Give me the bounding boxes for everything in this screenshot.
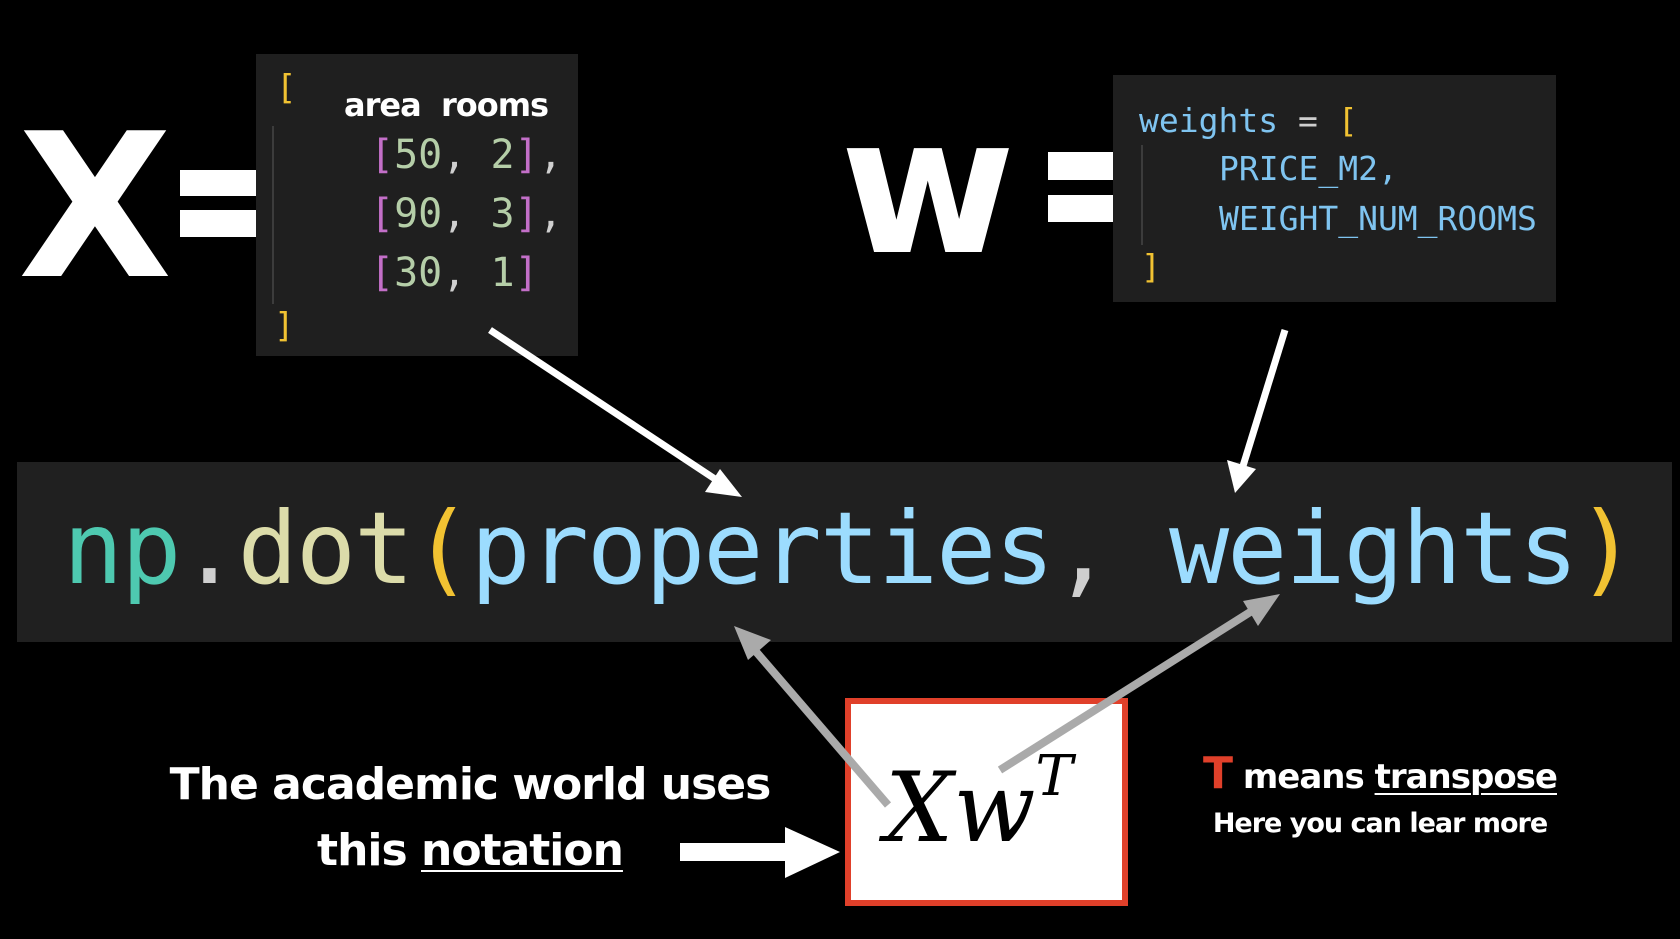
arg-properties: properties [470, 490, 1054, 607]
close-bracket: ] [274, 306, 295, 346]
t-means-text: means [1232, 757, 1375, 797]
cell-rooms: 3 [490, 191, 515, 237]
matrix-row: [30, 1] [370, 250, 539, 296]
row-open: [ [370, 132, 395, 178]
code-line-bar: np.dot(properties, weights) [17, 462, 1672, 642]
weights-declaration: weights = [ [1139, 101, 1358, 140]
weight-item: PRICE_M2, [1219, 149, 1398, 188]
transpose-caption: T means transpose [1140, 748, 1620, 799]
open-bracket: [ [1337, 101, 1358, 140]
open-paren: ( [412, 490, 472, 607]
cell-sep: , [442, 132, 491, 178]
matrix-row: [90, 3], [370, 191, 563, 237]
matrix-x-code-block: [ area rooms [50, 2], [90, 3], [30, 1] ] [256, 54, 578, 356]
arg-weights: weights [1168, 490, 1578, 607]
formula-superscript: T [1035, 744, 1073, 809]
row-close: ] [514, 191, 539, 237]
weights-code-block: weights = [ PRICE_M2, WEIGHT_NUM_ROOMS ] [1113, 75, 1556, 302]
learn-more-text[interactable]: Here you can lear more [1212, 808, 1548, 839]
cell-area: 30 [394, 250, 443, 296]
academic-line-1: The academic world uses [169, 759, 772, 810]
academic-prefix: this [317, 825, 421, 876]
row-open: [ [370, 191, 395, 237]
cell-sep: , [442, 191, 491, 237]
cell-sep: , [442, 250, 491, 296]
row-comma: , [538, 132, 563, 178]
weights-var: weights [1139, 101, 1279, 140]
transpose-link[interactable]: transpose [1374, 757, 1558, 797]
cell-rooms: 2 [490, 132, 515, 178]
formula-base: Xw [885, 752, 1036, 864]
academic-line-2: this notation [100, 818, 840, 884]
row-open: [ [370, 250, 395, 296]
arg-separator: , [1052, 490, 1169, 607]
close-paren: ) [1576, 490, 1636, 607]
row-close: ] [514, 132, 539, 178]
close-bracket: ] [1141, 247, 1161, 286]
dot-op: . [179, 490, 239, 607]
row-comma: , [538, 191, 563, 237]
indent-guide [1141, 145, 1143, 245]
t-letter: T [1203, 748, 1233, 799]
notation-link[interactable]: notation [421, 825, 624, 876]
formula-xwt: XwT [885, 744, 1073, 864]
weight-item: WEIGHT_NUM_ROOMS [1219, 199, 1537, 238]
assign-op: = [1297, 101, 1318, 140]
function-dot: dot [237, 490, 415, 607]
matrix-x-symbol: X [18, 91, 173, 324]
row-close: ] [514, 250, 539, 296]
cell-area: 50 [394, 132, 443, 178]
cell-rooms: 1 [490, 250, 515, 296]
indent-guide [272, 126, 274, 304]
column-header: area rooms [344, 86, 549, 124]
cell-area: 90 [394, 191, 443, 237]
academic-caption: The academic world uses this notation [100, 752, 840, 884]
formula-box: XwT [845, 698, 1128, 906]
code-line: np.dot(properties, weights) [63, 494, 1637, 604]
vector-w-symbol: w [840, 76, 1016, 297]
matrix-row: [50, 2], [370, 132, 563, 178]
namespace-np: np [63, 490, 181, 607]
open-bracket: [ [276, 68, 297, 108]
